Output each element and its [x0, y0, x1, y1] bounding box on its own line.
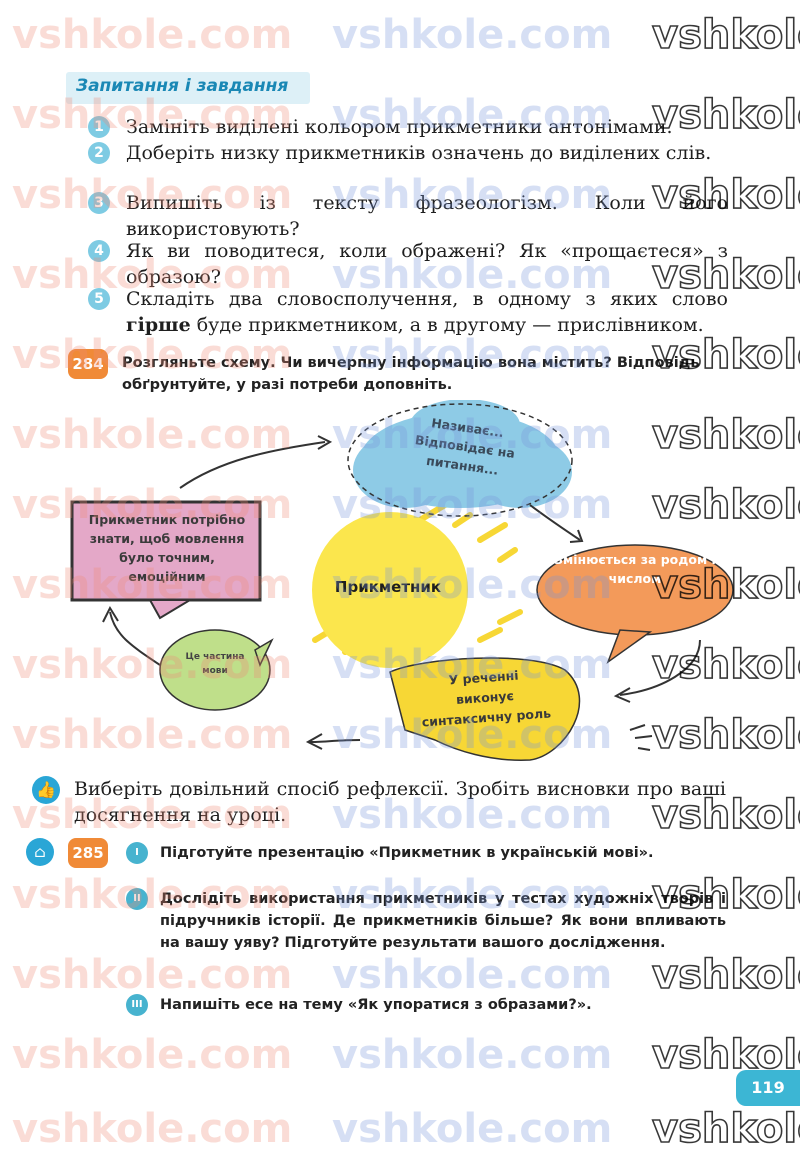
roman-numeral-badge: I: [126, 842, 148, 864]
concept-diagram: Прикметник Називає... Відповідає на пита…: [60, 399, 740, 770]
diagram-center-label: Прикметник: [334, 578, 442, 596]
diagram-graphic: [70, 399, 734, 761]
watermark: vshkole.com: [12, 952, 293, 998]
section-header-text: Запитання і завдання: [76, 76, 289, 96]
diagram-pink-label: Прикметник потрібно знати, щоб мовлення …: [88, 512, 246, 584]
watermark: vshkole.com: [12, 12, 293, 58]
orange-bubble-shape: [536, 544, 734, 665]
task-text-part: буде прикметником, а в другому — прислів…: [190, 314, 704, 336]
homework-item-text: Підготуйте презентацію «Прикметник в укр…: [160, 845, 654, 861]
roman-numeral-badge: III: [126, 994, 148, 1016]
yellow-bubble-shape: [389, 657, 581, 761]
thumbs-up-icon: 👍: [32, 776, 60, 804]
page-number: 119: [736, 1070, 800, 1106]
watermark: vshkole.com: [12, 1106, 293, 1152]
task-text: Доберіть низку прикметників означень до …: [126, 142, 712, 164]
watermark: vshkole: [651, 951, 800, 999]
homework-item-text: Дослідіть використання прикметників у те…: [160, 891, 726, 951]
watermark: vshkole.com: [332, 952, 613, 998]
center-circle: [312, 512, 468, 668]
diagram-orange-label: Змінюється за родом і числом: [554, 552, 716, 586]
pink-box-shape: [70, 500, 262, 620]
task-text: Замініть виділені кольором прикметники а…: [126, 116, 673, 138]
task-number: 1: [88, 116, 110, 138]
home-icon: ⌂: [26, 838, 54, 866]
task-item: 4 Як ви поводитеся, коли ображені? Як «п…: [88, 238, 728, 290]
blue-cloud-shape: [347, 399, 573, 517]
watermark: vshkole.com: [12, 1032, 293, 1078]
task-number: 5: [88, 288, 110, 310]
task-text: Складіть два словосполучення, в одному з…: [126, 286, 728, 338]
task-number: 2: [88, 142, 110, 164]
reflection-text: Виберіть довільний спосіб рефлексії. Зро…: [74, 778, 726, 826]
exercise-text: Розгляньте схему. Чи вичерпну інформацію…: [122, 355, 700, 393]
section-header: Запитання і завдання: [66, 72, 310, 104]
task-number: 3: [88, 192, 110, 214]
watermark: vshkole.com: [332, 12, 613, 58]
watermark: vshkole.com: [332, 1032, 613, 1078]
exercise-number-badge: 285: [68, 838, 108, 868]
task-text: Випишіть із тексту фразеологізм. Коли йо…: [126, 192, 728, 240]
task-item: 5 Складіть два словосполучення, в одному…: [88, 286, 728, 338]
exercise-number-badge: 284: [68, 349, 108, 379]
diagram-arrows: [102, 435, 701, 751]
watermark: vshkole: [651, 11, 800, 59]
task-item: 2 Доберіть низку прикметників означень д…: [88, 140, 728, 166]
task-item: 1 Замініть виділені кольором прикметники…: [88, 114, 728, 140]
task-item: 3 Випишіть із тексту фразеологізм. Коли …: [88, 190, 728, 242]
diagram-green-label: Це частина мови: [185, 652, 245, 676]
roman-numeral-badge: II: [126, 888, 148, 910]
task-text: Як ви поводитеся, коли ображені? Як «про…: [126, 240, 728, 288]
task-text-part: Складіть два словосполучення, в одному з…: [126, 288, 728, 310]
task-number: 4: [88, 240, 110, 262]
green-bubble-shape: [159, 629, 274, 711]
diagram-yellow-label: У реченні виконує синтаксичну роль: [421, 667, 552, 730]
watermark: vshkole.com: [332, 1106, 613, 1152]
watermark: vshkole: [651, 1105, 800, 1153]
task-bold-word: гірше: [126, 314, 191, 336]
homework-item-text: Напишіть есе на тему «Як упоратися з обр…: [160, 997, 592, 1013]
